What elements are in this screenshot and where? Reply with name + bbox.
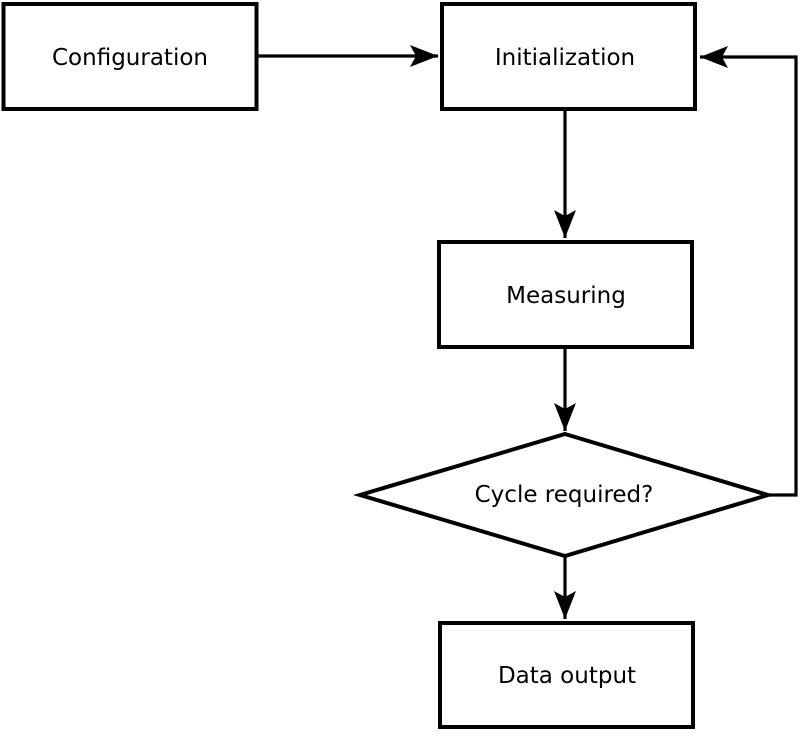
data-output-label: Data output [498,663,636,689]
edge-decision-to-initialization-feedback [700,46,798,497]
measuring-label: Measuring [506,283,626,309]
node-configuration: Configuration [1,2,259,111]
decision-diamond [352,431,775,559]
measuring-box [437,240,694,349]
initialization-label: Initialization [495,45,635,71]
decision-label: Cycle required? [475,482,654,508]
node-initialization: Initialization [440,2,697,111]
data-output-box [438,621,695,729]
configuration-box [1,2,259,111]
node-data-output: Data output [438,621,695,729]
node-measuring: Measuring [437,240,694,349]
initialization-box [440,2,697,111]
node-decision: Cycle required? [352,431,775,559]
configuration-label: Configuration [52,45,208,71]
